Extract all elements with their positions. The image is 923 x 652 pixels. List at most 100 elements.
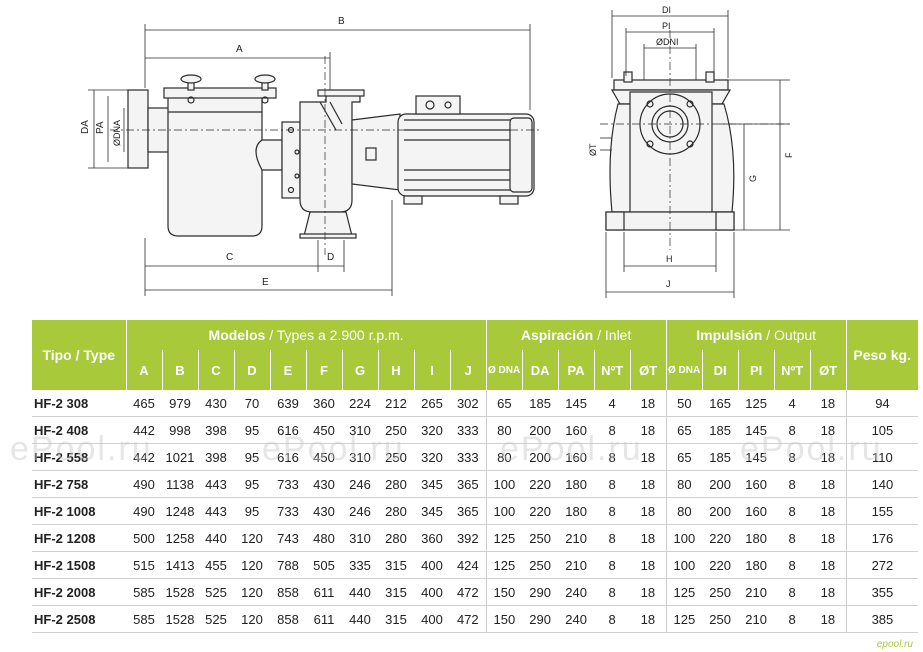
table-cell: 100	[486, 497, 523, 525]
table-cell: 8	[594, 524, 631, 552]
table-cell: 220	[522, 470, 559, 498]
dim-label-dna: ØDNA	[112, 120, 122, 146]
table-cell: 160	[558, 416, 595, 444]
table-cell: 210	[558, 524, 595, 552]
table-cell: 4	[594, 390, 631, 417]
table-cell: 320	[414, 443, 450, 471]
table-cell: 18	[630, 578, 667, 606]
table-cell: 265	[414, 390, 450, 417]
table-cell: 18	[630, 605, 667, 633]
side-view: B A C D E DA PA ØDNA	[80, 16, 540, 296]
table-cell: 18	[810, 443, 847, 471]
table-cell: 280	[378, 497, 414, 525]
table-cell: 18	[630, 497, 667, 525]
table-cell: 8	[774, 551, 811, 579]
table-cell: 430	[306, 497, 342, 525]
table-cell: 18	[630, 443, 667, 471]
table-cell: 443	[198, 470, 234, 498]
table-cell: 472	[450, 578, 487, 606]
table-cell: 8	[594, 551, 631, 579]
table-cell: 95	[234, 497, 270, 525]
table-cell: 200	[522, 443, 559, 471]
table-cell: 80	[666, 470, 703, 498]
table-cell: 18	[630, 524, 667, 552]
table-cell: 8	[594, 443, 631, 471]
column-header: Ø DNA	[486, 350, 523, 390]
table-cell: 450	[306, 416, 342, 444]
volute-flange	[281, 121, 301, 199]
table-cell: 250	[522, 551, 559, 579]
table-cell: HF-2 1008	[32, 497, 126, 525]
table-cell: 443	[198, 497, 234, 525]
table-cell: 210	[558, 551, 595, 579]
dim-label-pa: PA	[95, 121, 106, 134]
table-cell: 480	[306, 524, 342, 552]
table-cell: 185	[702, 416, 739, 444]
table-cell: 440	[342, 605, 378, 633]
table-cell: 145	[558, 390, 595, 417]
table-cell: 525	[198, 578, 234, 606]
table-cell: 430	[198, 390, 234, 417]
table-cell: 18	[810, 497, 847, 525]
column-header: J	[450, 350, 487, 390]
table-cell: 120	[234, 524, 270, 552]
table-cell: 18	[630, 390, 667, 417]
table-cell: 616	[270, 443, 306, 471]
table-cell: 80	[486, 443, 523, 471]
table-cell: 1248	[162, 497, 198, 525]
dim-label-da: DA	[80, 120, 91, 134]
table-cell: 160	[558, 443, 595, 471]
table-cell: 8	[594, 605, 631, 633]
table-cell: 290	[522, 605, 559, 633]
table-cell: 94	[846, 390, 919, 417]
table-cell: 80	[486, 416, 523, 444]
table-cell: 360	[414, 524, 450, 552]
dim-label-t: ØT	[588, 143, 598, 156]
table-cell: 442	[126, 416, 162, 444]
table-cell: 246	[342, 497, 378, 525]
table-cell: 18	[810, 605, 847, 633]
column-header: C	[198, 350, 235, 390]
table-cell: HF-2 2008	[32, 578, 126, 606]
front-view: DI PI ØDNI ØT G F H J	[588, 5, 794, 298]
table-cell: 125	[666, 605, 703, 633]
volute-casing	[299, 93, 361, 213]
column-header: A	[126, 350, 163, 390]
column-header: D	[234, 350, 271, 390]
table-cell: 180	[558, 470, 595, 498]
table-cell: 220	[702, 551, 739, 579]
table-cell: 979	[162, 390, 198, 417]
peso-header: Peso kg.	[846, 320, 919, 390]
table-cell: HF-2 1508	[32, 551, 126, 579]
table-cell: 8	[774, 605, 811, 633]
table-cell: 385	[846, 605, 919, 633]
dim-label-f: F	[784, 152, 794, 158]
table-cell: 440	[342, 578, 378, 606]
column-header: NºT	[774, 350, 811, 390]
table-cell: 18	[810, 524, 847, 552]
table-cell: 145	[738, 443, 775, 471]
table-cell: 315	[378, 551, 414, 579]
column-header: ØT	[630, 350, 667, 390]
table-cell: 788	[270, 551, 306, 579]
table-cell: 333	[450, 416, 487, 444]
dim-label-h: H	[666, 254, 673, 264]
table-cell: 250	[378, 443, 414, 471]
column-header: Ø DNA	[666, 350, 703, 390]
table-cell: 18	[810, 551, 847, 579]
table-cell: 185	[522, 390, 559, 417]
table-cell: 18	[810, 470, 847, 498]
table-cell: 145	[738, 416, 775, 444]
table-cell: 442	[126, 443, 162, 471]
column-header: I	[414, 350, 451, 390]
dim-label-pi: PI	[662, 21, 671, 31]
table-cell: 858	[270, 578, 306, 606]
table-cell: 110	[846, 443, 919, 471]
table-cell: 398	[198, 443, 234, 471]
table-cell: 585	[126, 578, 162, 606]
table-cell: 18	[630, 416, 667, 444]
